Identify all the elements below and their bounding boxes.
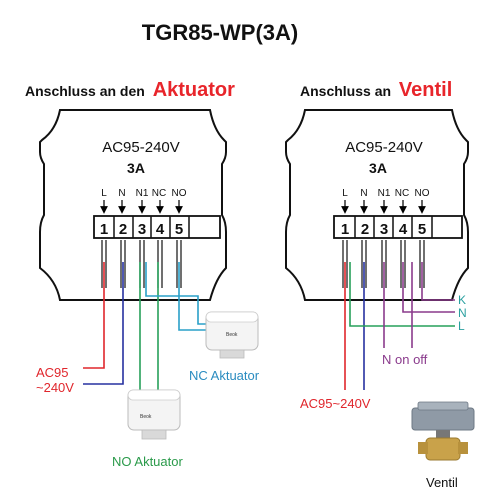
left-supply-label-2: ~240V [36, 380, 74, 395]
left-terminal-2: 2 [119, 221, 127, 238]
left-wire-red [83, 262, 105, 369]
left-heading-accent: Aktuator [153, 79, 235, 101]
diagram-title: TGR85-WP(3A) [142, 20, 298, 45]
no-actuator-label: NO Aktuator [112, 454, 183, 469]
valve-label: Ventil [426, 475, 458, 490]
right-wires [344, 262, 455, 390]
left-wire-cyan-no [178, 262, 208, 331]
right-wire-green-l [349, 262, 455, 327]
right-terminal-arrows [341, 200, 426, 214]
left-terminal-labels: L N N1 NC NO [101, 188, 187, 199]
left-label-l: L [101, 188, 107, 199]
right-terminal-4: 4 [399, 221, 408, 238]
right-heading-accent: Ventil [399, 79, 452, 101]
right-terminal-5: 5 [418, 221, 426, 238]
left-supply-label-1: AC95 [36, 365, 69, 380]
left-wire-blue [83, 262, 124, 385]
left-label-n1: N1 [136, 188, 149, 199]
right-wire-purple-nc [402, 262, 455, 313]
left-terminal-4: 4 [156, 221, 165, 238]
left-device-outline [39, 109, 227, 301]
left-current: 3A [127, 160, 145, 176]
no-actuator-brand: Beok [140, 414, 152, 420]
no-actuator-image: Beok [127, 389, 181, 440]
nc-actuator-image: Beok [205, 311, 259, 359]
nc-actuator-brand: Beok [226, 332, 238, 338]
left-voltage: AC95-240V [102, 139, 180, 156]
right-label-n1: N1 [378, 188, 391, 199]
left-terminal-5: 5 [175, 221, 183, 238]
left-wire-cyan-2 [145, 262, 208, 325]
left-label-no: NO [172, 188, 187, 199]
left-panel: Anschluss an den Aktuator AC95-240V 3A L… [25, 79, 260, 469]
left-terminal-arrows [100, 200, 183, 214]
right-n-on-off-label: N on off [382, 352, 428, 367]
right-voltage: AC95-240V [345, 139, 423, 156]
left-heading: Anschluss an den Aktuator [25, 79, 235, 101]
right-supply-label: AC95~240V [300, 396, 371, 411]
right-wire-label-l: L [458, 319, 465, 333]
right-screw-slots [342, 240, 425, 288]
right-label-nc: NC [395, 188, 409, 199]
right-terminal-block: 1 2 3 4 5 [333, 215, 463, 239]
right-wire-label-n: N [458, 306, 467, 320]
right-label-n: N [360, 188, 367, 199]
right-heading: Anschluss an Ventil [300, 79, 452, 101]
left-terminal-3: 3 [138, 221, 146, 238]
right-terminal-2: 2 [361, 221, 369, 238]
right-terminal-1: 1 [341, 221, 349, 238]
right-wire-label-k: K [458, 293, 466, 307]
right-label-no: NO [415, 188, 430, 199]
right-terminal-3: 3 [380, 221, 388, 238]
valve-image [411, 401, 475, 461]
left-label-n: N [118, 188, 125, 199]
right-heading-prefix: Anschluss an [300, 83, 391, 99]
left-terminal-1: 1 [100, 221, 108, 238]
right-panel: Anschluss an Ventil AC95-240V 3A L N N1 … [285, 79, 475, 490]
left-label-nc: NC [152, 188, 166, 199]
left-terminal-block: 1 2 3 4 5 [93, 215, 221, 239]
left-heading-prefix: Anschluss an den [25, 83, 145, 99]
nc-actuator-label: NC Aktuator [189, 368, 260, 383]
right-terminal-labels: L N N1 NC NO [342, 188, 430, 199]
right-current: 3A [369, 160, 387, 176]
right-label-l: L [342, 188, 348, 199]
right-wire-purple-no [421, 262, 455, 301]
